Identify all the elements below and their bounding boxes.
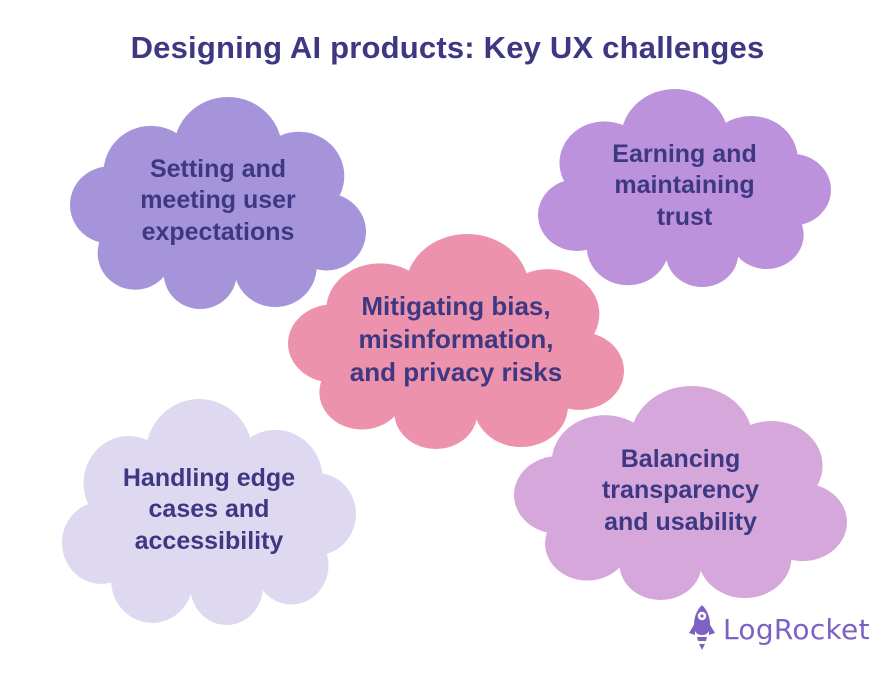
- cloud-text-line: Earning and: [612, 139, 757, 168]
- cloud-earning-trust: Earning and maintaining trust: [538, 89, 831, 287]
- cloud-text-line: Mitigating bias,: [361, 291, 551, 322]
- cloud-text-line: expectations: [141, 217, 295, 246]
- cloud-text-line: trust: [656, 202, 713, 231]
- cloud-text-line: misinformation,: [358, 324, 554, 355]
- cloud-text-line: accessibility: [134, 526, 284, 555]
- cloud-text: Mitigating bias, misinformation, and pri…: [350, 290, 562, 388]
- logrocket-wordmark: LogRocket: [723, 612, 870, 646]
- cloud-edge-cases: Handling edge cases and accessibility: [62, 399, 356, 625]
- cloud-text-line: Balancing: [620, 444, 741, 473]
- cloud-text: Earning and maintaining trust: [612, 139, 756, 234]
- cloud-text-line: cases and: [148, 495, 270, 524]
- cloud-balancing-transparency: Balancing transparency and usability: [514, 386, 847, 600]
- cloud-text-line: and usability: [604, 507, 757, 536]
- cloud-mitigating-bias: Mitigating bias, misinformation, and pri…: [288, 234, 624, 449]
- cloud-text-line: meeting user: [140, 186, 296, 215]
- page-title: Designing AI products: Key UX challenges: [130, 30, 765, 65]
- cloud-text-line: Handling edge: [122, 463, 296, 492]
- logrocket-logo: LogRocket: [686, 602, 870, 656]
- cloud-text-line: and privacy risks: [349, 356, 563, 387]
- cloud-text-line: maintaining: [614, 171, 755, 200]
- cloud-setting-expectations: Setting and meeting user expectations: [70, 97, 366, 309]
- cloud-text-line: transparency: [601, 476, 760, 505]
- rocket-icon: [689, 605, 715, 650]
- cloud-text: Balancing transparency and usability: [602, 444, 759, 539]
- cloud-text-line: Setting and: [149, 154, 287, 183]
- cloud-text: Handling edge cases and accessibility: [123, 463, 295, 558]
- cloud-text: Setting and meeting user expectations: [140, 154, 296, 249]
